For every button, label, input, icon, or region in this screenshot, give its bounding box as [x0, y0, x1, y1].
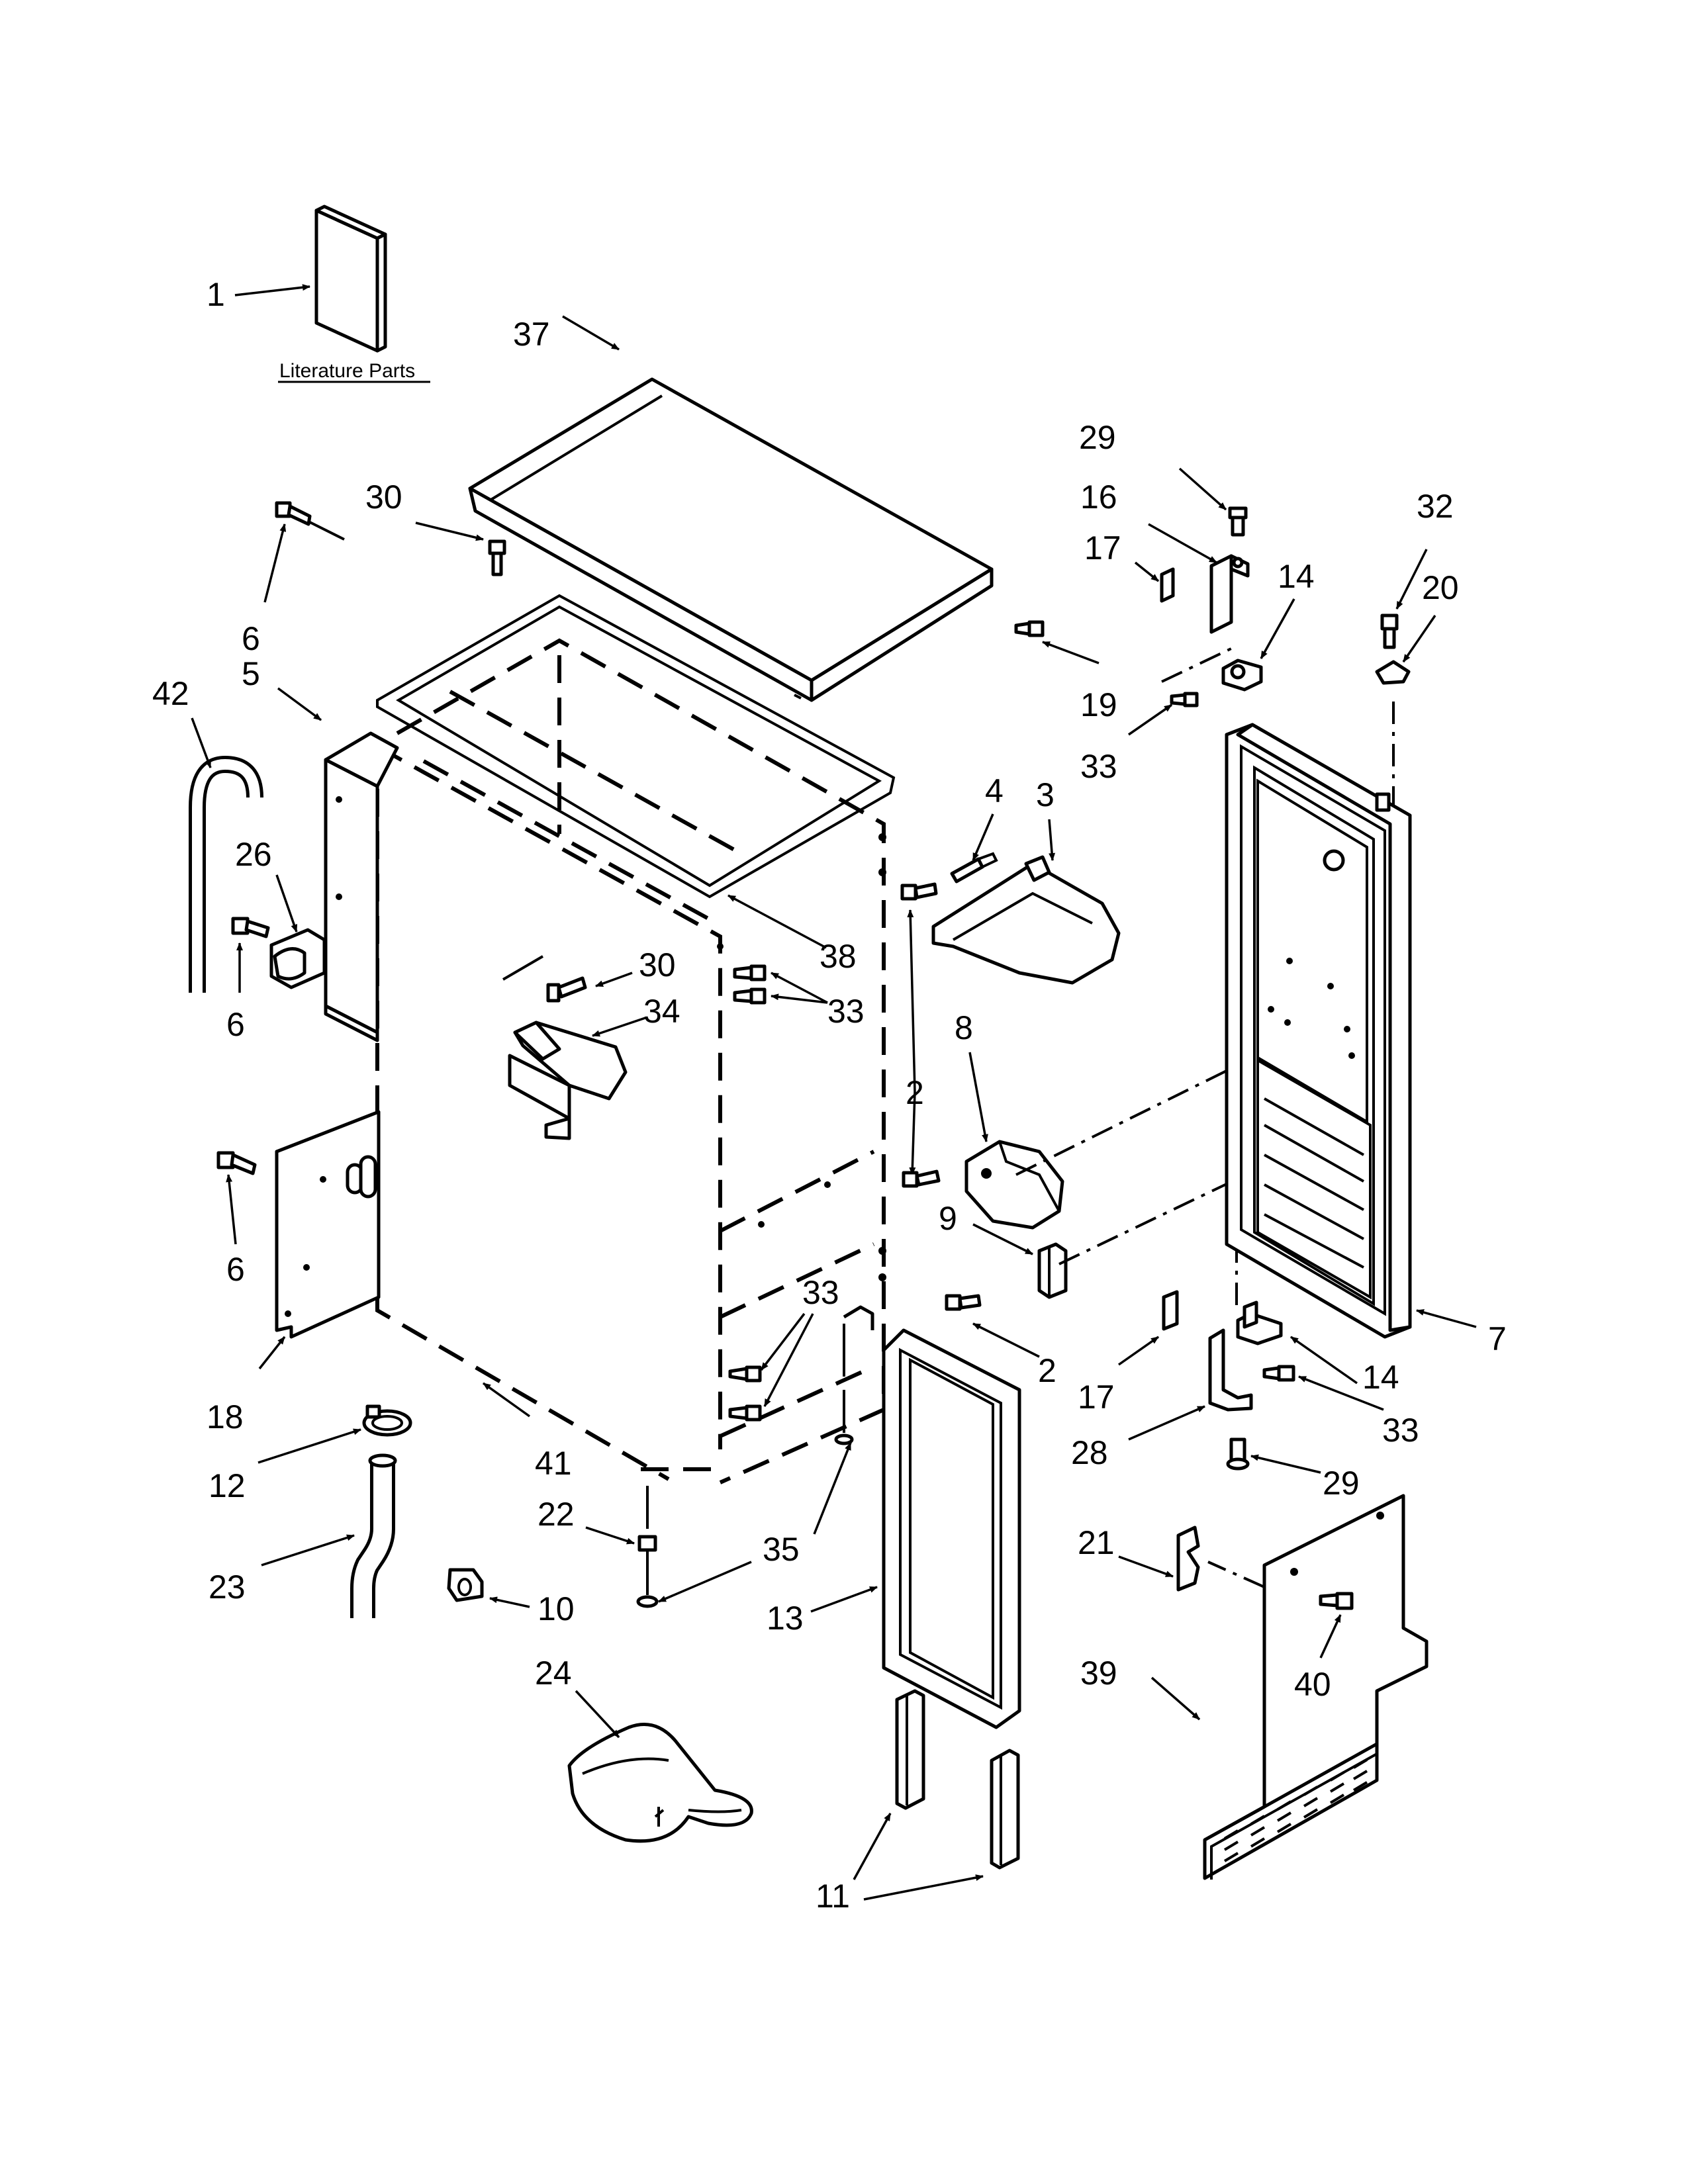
callout-34: 34	[643, 993, 680, 1030]
callout-10: 10	[538, 1590, 575, 1627]
part-42-hose	[189, 717, 263, 993]
callout-17: 17	[1084, 529, 1121, 567]
callout-37: 37	[513, 316, 550, 353]
part-24-scoop	[567, 1690, 753, 1843]
callout-16: 16	[1080, 478, 1117, 516]
callout-33: 33	[827, 993, 865, 1030]
callout-38: 38	[820, 938, 857, 975]
callout-35: 35	[763, 1531, 800, 1568]
part-13-door-gasket	[810, 1328, 1021, 1729]
callout-32: 32	[1417, 488, 1454, 525]
callout-1: 1	[207, 276, 225, 313]
callout-41: 41	[535, 1445, 572, 1482]
callout-42: 42	[152, 675, 189, 712]
screw-2-lower	[945, 1294, 1040, 1358]
part-26-clip	[231, 874, 326, 993]
callout-14: 14	[1278, 558, 1315, 595]
part-39-grille	[1118, 1494, 1429, 1880]
upper-hinge-assembly	[1014, 467, 1295, 736]
callout-13: 13	[767, 1600, 804, 1637]
callout-33: 33	[1080, 748, 1117, 785]
part-4-spring	[950, 813, 998, 884]
callout-33: 33	[802, 1274, 839, 1311]
callout-21: 21	[1078, 1524, 1115, 1561]
lower-hinge-assembly	[1117, 1290, 1384, 1474]
part-1-literature: Literature Parts	[234, 205, 430, 383]
callout-28: 28	[1071, 1434, 1108, 1471]
callout-12: 12	[209, 1467, 246, 1504]
callout-23: 23	[209, 1569, 246, 1606]
callout-22: 22	[538, 1496, 575, 1533]
part-37-top-cover	[468, 315, 994, 702]
callout-6: 6	[226, 1006, 245, 1043]
callout-labels: 1 37 30 29 16 32 17 14 20 6 5 19 42 33 4…	[152, 276, 1507, 1915]
callout-2: 2	[1038, 1352, 1056, 1389]
callout-39: 39	[1080, 1655, 1117, 1692]
screw-30-top	[415, 522, 506, 576]
callout-26: 26	[235, 836, 272, 873]
callout-33: 33	[1382, 1412, 1419, 1449]
callout-14: 14	[1362, 1359, 1399, 1396]
screw-6-upper	[263, 501, 345, 603]
lit-parts-label: Literature Parts	[279, 360, 415, 382]
callout-18: 18	[207, 1398, 244, 1435]
callout-17: 17	[1078, 1379, 1115, 1416]
screws-33-lower	[728, 1312, 814, 1422]
part-10-clip	[447, 1568, 530, 1608]
callout-29: 29	[1079, 419, 1116, 456]
callout-7: 7	[1488, 1320, 1507, 1357]
part-22-35-legs	[585, 1305, 874, 1608]
part-12-clamp	[258, 1404, 412, 1464]
grille-vents	[1223, 1758, 1368, 1862]
part-3-chute	[931, 819, 1121, 985]
callout-19: 19	[1080, 686, 1117, 723]
part-38-frame	[376, 594, 896, 949]
part-9-switch	[972, 1223, 1068, 1299]
callout-24: 24	[535, 1655, 572, 1692]
callout-30: 30	[639, 946, 676, 983]
callout-11: 11	[816, 1878, 850, 1915]
callout-40: 40	[1294, 1666, 1331, 1703]
callout-6: 6	[226, 1251, 245, 1288]
callout-2: 2	[906, 1074, 924, 1111]
part-8-bracket	[902, 1052, 1064, 1230]
callout-20: 20	[1422, 569, 1459, 606]
callout-3: 3	[1036, 776, 1055, 813]
part-5-side-panel	[277, 687, 399, 1042]
callout-4: 4	[985, 772, 1004, 809]
screws-33-middle	[733, 964, 828, 1005]
cabinet-outline	[375, 638, 886, 1484]
part-18-lower-panel	[216, 1110, 381, 1370]
callout-6: 6	[242, 620, 260, 657]
callout-5: 5	[242, 655, 260, 692]
part-34-chute	[502, 955, 646, 1140]
part-7-door	[1225, 723, 1477, 1339]
part-11-bumpers	[853, 1689, 1020, 1901]
callout-8: 8	[955, 1009, 973, 1046]
part-23-tube	[261, 1453, 397, 1618]
hinge-parts-32-20	[1375, 549, 1436, 685]
callout-29: 29	[1323, 1465, 1360, 1502]
callout-30: 30	[365, 478, 402, 516]
callout-9: 9	[939, 1200, 957, 1237]
screw-2-upper	[900, 882, 938, 1175]
